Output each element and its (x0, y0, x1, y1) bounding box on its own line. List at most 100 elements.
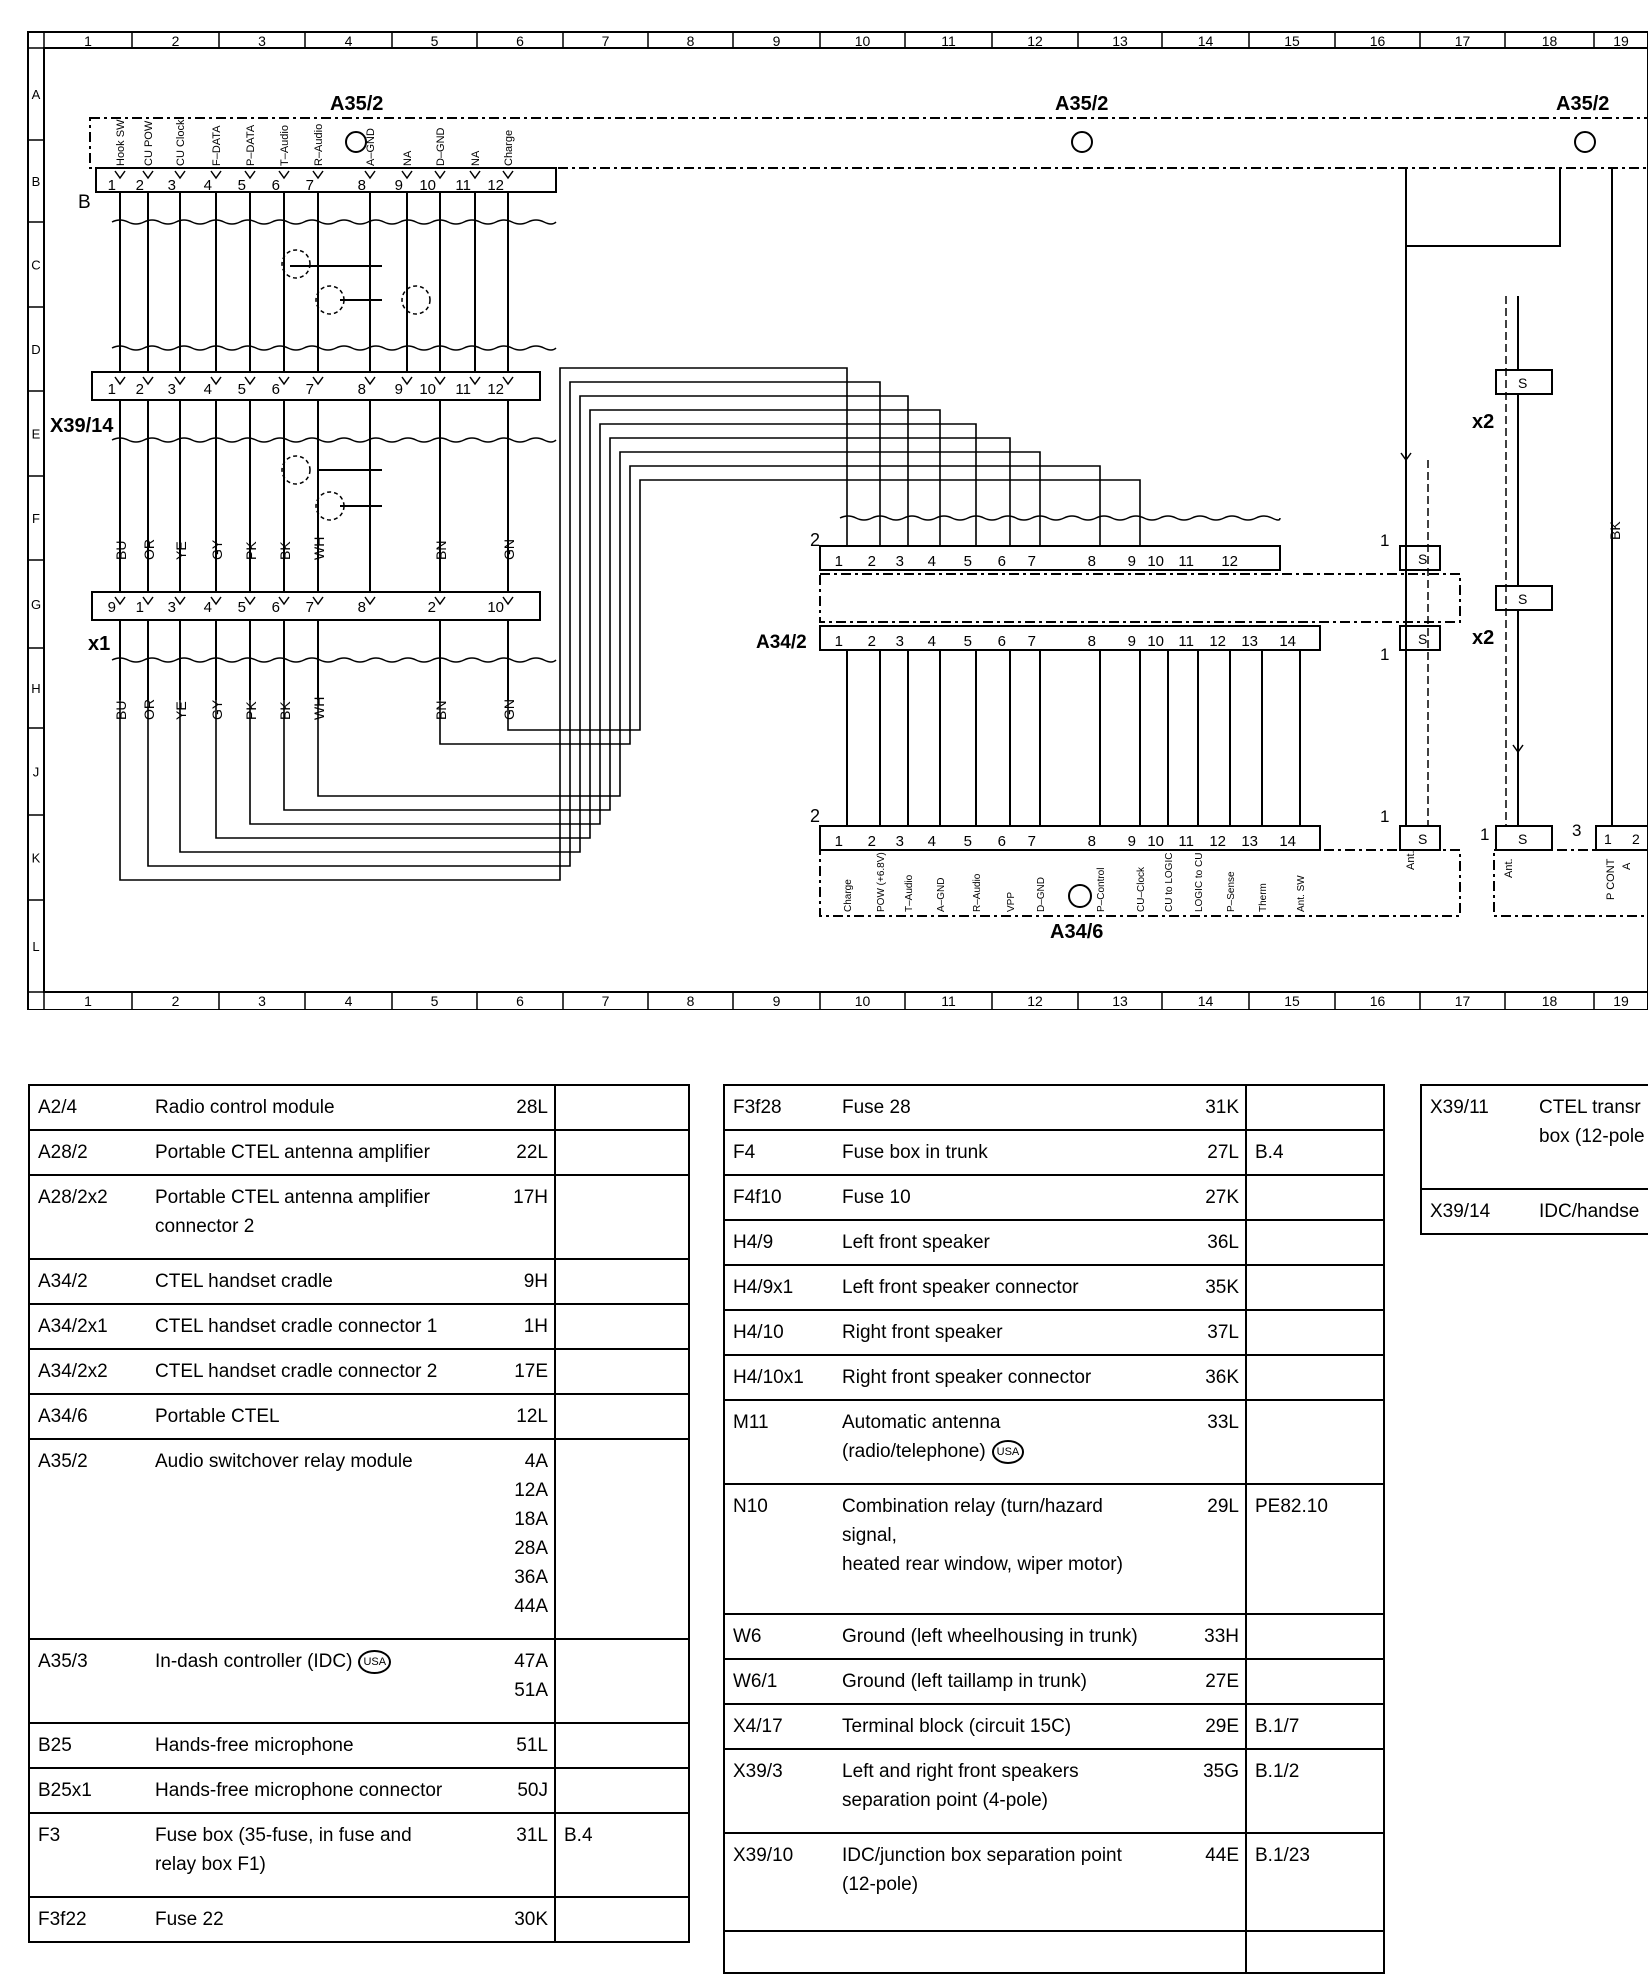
legend-cell-code: H4/10x1 (723, 1354, 834, 1401)
wire-color-label: YE (173, 701, 189, 720)
a35-2-pin-arrow (244, 170, 256, 180)
legend-cell-ref: B.1/23 (1245, 1832, 1385, 1932)
legend-cell-code: H4/10 (723, 1309, 834, 1356)
a34-2-bottom-pin-number: 14 (1279, 633, 1296, 650)
legend-cell-loc: 33H (1174, 1613, 1247, 1660)
a35-2-pin-arrow (434, 170, 446, 180)
legend-cell-desc: CTEL handset cradle (147, 1258, 487, 1305)
x1-pin-arrow (174, 596, 186, 606)
a34-2-bottom-pin-number: 13 (1241, 633, 1258, 650)
antenna-arrow (1512, 744, 1524, 754)
legend-cell-code: A28/2x2 (28, 1174, 147, 1260)
x39-14-pin-number: 12 (487, 381, 504, 398)
legend-loc: 4A 12A 18A 28A 36A 44A (514, 1451, 548, 1617)
grid-number: 15 (1284, 993, 1300, 1009)
legend-cell-desc: CTEL handset cradle connector 1 (147, 1303, 487, 1350)
legend-desc: In-dash controller (IDC) (155, 1651, 353, 1672)
grid-number: 17 (1455, 33, 1471, 49)
a35-2-pin-signal: NA (470, 150, 482, 166)
a34-2-label: A34/2 (756, 632, 807, 653)
legend-cell-desc: Portable CTEL (147, 1393, 487, 1440)
a35-2-pin-signal: R–Audio (313, 124, 325, 166)
a34-2-bottom-pin-number: 7 (1028, 633, 1036, 650)
a34-6-pin-signal: A–GND (936, 878, 947, 912)
a34-6-pin-number: 3 (896, 833, 904, 850)
x1-pin-number: 9 (108, 599, 116, 616)
legend-cell-desc: Right front speaker connector (834, 1354, 1174, 1401)
a35-2-pin-number: 11 (455, 177, 471, 194)
a34-6-pin-signal: POW (+6.8V) (876, 852, 887, 912)
x2-socket (1399, 545, 1441, 571)
wire-color-label: BK (277, 701, 293, 720)
legend-loc: 35K (1205, 1277, 1239, 1298)
legend-desc: Left front speaker (842, 1232, 990, 1253)
pin-marker: 1 (1380, 531, 1389, 550)
legend-code: F3 (38, 1825, 61, 1846)
legend-loc: 12L (516, 1406, 548, 1427)
legend-cell-loc: 27E (1174, 1658, 1247, 1705)
legend-desc: Left and right front speakers separation… (842, 1761, 1079, 1811)
a34-6-pin-signal: Therm (1258, 883, 1269, 912)
legend-cell-loc: 47A 51A (487, 1638, 556, 1724)
legend-loc: 44E (1205, 1845, 1239, 1866)
legend-cell-loc: 44E (1174, 1832, 1247, 1932)
legend-cell-code: H4/9 (723, 1219, 834, 1266)
a35-2-pin-arrow (469, 170, 481, 180)
b-label: B (78, 192, 91, 213)
legend-code: X39/14 (1430, 1201, 1491, 1222)
legend-code: X39/3 (733, 1761, 783, 1782)
legend-cell-loc: 29E (1174, 1703, 1247, 1750)
a35-2-pin-number: 6 (272, 177, 280, 194)
a28-2-housing (1493, 849, 1648, 917)
a34-2-top-pin-number: 3 (896, 553, 904, 570)
legend-cell-ref (554, 1896, 690, 1943)
a34-6-pin-signal: D–GND (1036, 877, 1047, 912)
legend-cell-ref (1245, 1354, 1385, 1401)
legend-cell-loc: 35G (1174, 1748, 1247, 1834)
grid-number: 7 (602, 993, 610, 1009)
legend-cell-desc: Fuse 10 (834, 1174, 1174, 1221)
legend-cell-desc: Fuse box in trunk (834, 1129, 1174, 1176)
diagram-frame (27, 31, 1648, 1010)
a34-2-bottom-strip (819, 625, 1321, 651)
a34-6-pin-number: 13 (1241, 833, 1258, 850)
legend-cell-loc: 1H (487, 1303, 556, 1350)
legend-desc: Hands-free microphone connector (155, 1780, 443, 1801)
legend-code: A34/2x1 (38, 1316, 108, 1337)
a34-2-top-strip (819, 545, 1281, 571)
s-label: S (1418, 551, 1427, 567)
a34-6-pin-signal: LOGIC to CU (1194, 853, 1205, 912)
legend-ref: PE82.10 (1255, 1496, 1328, 1517)
legend-cell-desc: Portable CTEL antenna amplifier connecto… (147, 1174, 487, 1260)
legend-cell-code: A2/4 (28, 1084, 147, 1131)
legend-cell-ref: PE82.10 (1245, 1483, 1385, 1615)
legend-cell-desc: Terminal block (circuit 15C) (834, 1703, 1174, 1750)
legend-code: B25 (38, 1735, 72, 1756)
legend-ref: B.1/2 (1255, 1761, 1300, 1782)
legend-loc: 33H (1204, 1626, 1239, 1647)
legend-cell-desc: Ground (left wheelhousing in trunk) (834, 1613, 1174, 1660)
a35-2-pin-arrow (142, 170, 154, 180)
x39-14-pin-arrow (278, 376, 290, 386)
x2-socket (1399, 825, 1441, 851)
legend-loc: 50J (517, 1780, 548, 1801)
grid-number: 8 (687, 993, 695, 1009)
legend-code: A28/2 (38, 1142, 88, 1163)
a35-2-label-3: A35/2 (1556, 93, 1609, 115)
grid-letter: F (32, 511, 40, 526)
legend-cell-ref: B.1/2 (1245, 1748, 1385, 1834)
x39-14-pin-number: 6 (272, 381, 280, 398)
legend-cell-code: B25x1 (28, 1767, 147, 1814)
p-cont-label: P CONT (1605, 858, 1617, 900)
x1-pin-number: 10 (487, 599, 504, 616)
legend-code: W6 (733, 1626, 762, 1647)
a35-2-pin-signal: D–GND (435, 127, 447, 166)
legend-cell-ref (554, 1084, 690, 1131)
grid-number: 17 (1455, 993, 1471, 1009)
